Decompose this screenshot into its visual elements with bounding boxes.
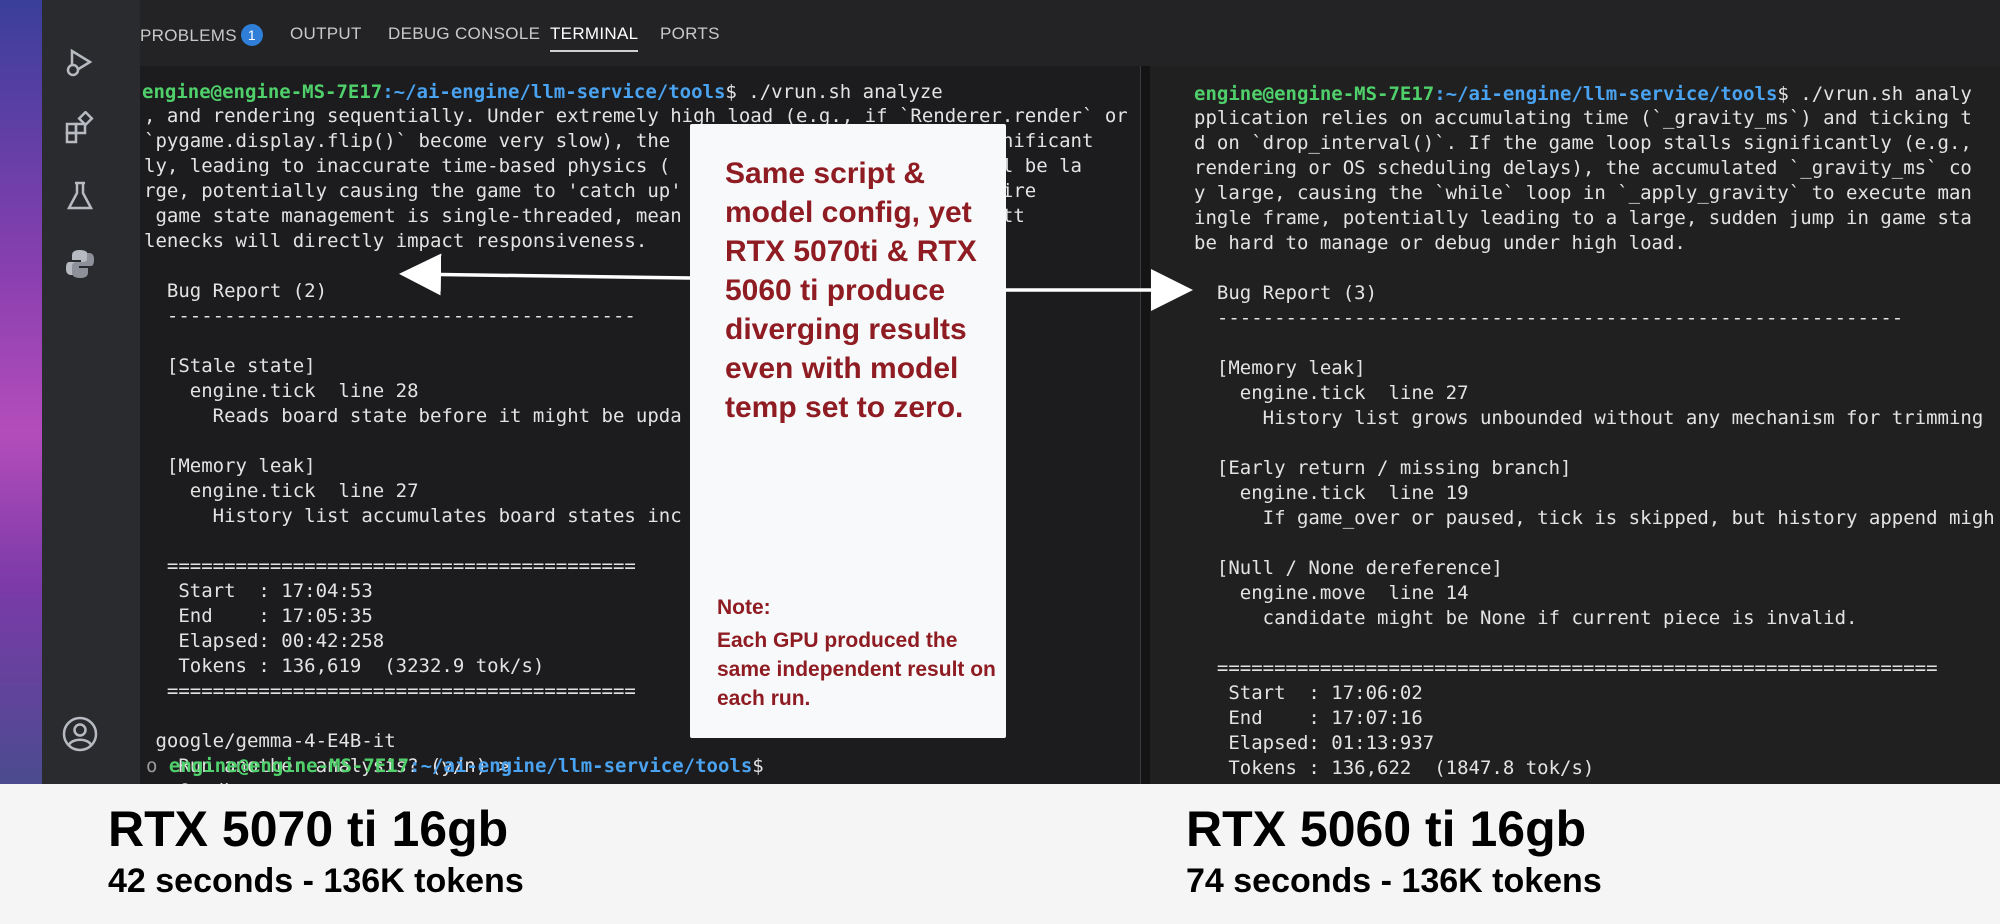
prompt-command: $ ./vrun.sh analyze <box>725 81 943 103</box>
callout-note: Each GPU produced the same independent r… <box>717 629 996 710</box>
right-gpu-title: RTX 5060 ti 16gb <box>1186 801 1587 857</box>
prompt-user: engine@engine-MS-7E17 <box>168 755 410 777</box>
terminal-line: `pygame.display.flip()` become very slow… <box>144 130 1094 152</box>
terminal-line: Goodbye. <box>144 779 270 784</box>
prompt-command: $ ./vrun.sh analy <box>1777 83 1972 105</box>
terminal-line: History list grows unbounded without any… <box>1194 407 1984 429</box>
terminal-line: Tokens : 136,619 (3232.9 tok/s) <box>144 655 545 677</box>
terminal-prompt: engine@engine-MS-7E17:~/ai-engine/llm-se… <box>1194 82 1972 107</box>
terminal-line: Start : 17:06:02 <box>1194 682 1423 704</box>
terminal-line: End : 17:07:16 <box>1194 707 1423 729</box>
terminal-line: y large, causing the `while` loop in `_a… <box>1194 182 1972 204</box>
terminal-line: rendering or OS scheduling delays), the … <box>1194 157 1972 179</box>
terminal-line: [Stale state] <box>144 355 316 377</box>
callout-message: Same script & model config, yet RTX 5070… <box>725 157 977 424</box>
terminal-line: pplication relies on accumulating time (… <box>1194 107 1972 129</box>
terminal-line: End : 17:05:35 <box>144 605 373 627</box>
terminal-right[interactable]: engine@engine-MS-7E17:~/ai-engine/llm-se… <box>1150 66 2000 784</box>
prompt-path: :~/ai-engine/llm-service/tools <box>1434 83 1778 105</box>
prompt-path: :~/ai-engine/llm-service/tools <box>382 81 726 103</box>
terminal-line: [Memory leak] <box>1194 357 1366 379</box>
terminal-line: ingle frame, potentially leading to a la… <box>1194 207 1972 229</box>
terminal-line: be hard to manage or debug under high lo… <box>1194 232 1686 254</box>
tab-output[interactable]: OUTPUT <box>290 24 362 43</box>
problems-count-badge: 1 <box>240 24 263 46</box>
python-icon[interactable] <box>58 242 102 286</box>
terminal-line: engine.move line 14 <box>1194 582 1469 604</box>
terminal-final-prompt: o engine@engine-MS-7E17:~/ai-engine/llm-… <box>146 754 764 779</box>
terminal-line: , and rendering sequentially. Under extr… <box>144 105 1128 127</box>
tab-ports[interactable]: PORTS <box>660 24 720 43</box>
terminal-line: Elapsed: 01:13:937 <box>1194 732 1435 754</box>
tab-terminal[interactable]: TERMINAL <box>550 24 639 52</box>
left-gpu-stats: 42 seconds - 136K tokens <box>108 862 524 900</box>
prompt-user: engine@engine-MS-7E17 <box>142 81 383 103</box>
terminal-split-divider[interactable] <box>1140 66 1151 784</box>
terminal-line: d on `drop_interval()`. If the game loop… <box>1194 132 1972 154</box>
terminal-line: engine.tick line 28 <box>144 380 419 402</box>
terminal-line: engine.tick line 19 <box>1194 482 1469 504</box>
terminal-line: engine.tick line 27 <box>144 480 419 502</box>
terminal-line: ----------------------------------------… <box>1194 307 1904 329</box>
prompt-user: engine@engine-MS-7E17 <box>1194 83 1435 105</box>
terminal-line: Run another analysis? (y/n) > <box>144 755 511 777</box>
terminal-left[interactable]: engine@engine-MS-7E17:~/ai-engine/llm-se… <box>140 66 1140 784</box>
terminal-line: [Memory leak] <box>144 455 316 477</box>
terminal-line: lenecks will directly impact responsiven… <box>144 230 648 252</box>
testing-flask-icon[interactable] <box>58 174 102 218</box>
terminal-line: Bug Report (2) <box>144 280 328 302</box>
terminal-line: engine.tick line 27 <box>1194 382 1469 404</box>
left-gpu-title: RTX 5070 ti 16gb <box>108 801 509 857</box>
terminal-line: Bug Report (3) <box>1194 282 1378 304</box>
terminal-line: ----------------------------------------… <box>144 305 636 327</box>
callout-note-title: Note: <box>717 596 771 619</box>
terminal-line: Reads board state before it might be upd… <box>144 405 682 427</box>
terminal-line: ========================================… <box>144 555 636 577</box>
terminal-line: Elapsed: 00:42:258 <box>144 630 385 652</box>
activity-bar <box>42 0 141 784</box>
terminal-line: ly, leading to inaccurate time-based phy… <box>144 155 1082 177</box>
annotation-callout: Same script & model config, yet RTX 5070… <box>690 124 1006 738</box>
tab-debug-console[interactable]: DEBUG CONSOLE <box>388 24 541 43</box>
terminal-line: ========================================… <box>1194 657 1938 679</box>
terminal-line: History list accumulates board states in… <box>144 505 682 527</box>
prompt-status-icon: o <box>146 755 158 777</box>
prompt-path: :~/ai-engine/llm-service/tools <box>409 755 753 777</box>
terminal-line: ========================================… <box>144 680 636 702</box>
terminal-line: google/gemma-4-E4B-it <box>144 730 396 752</box>
terminal-line: Start : 17:04:53 <box>144 580 373 602</box>
extensions-icon[interactable] <box>58 106 102 150</box>
terminal-line: ========================================… <box>1194 781 1892 784</box>
prompt-command: $ <box>752 755 764 777</box>
terminal-line: Tokens : 136,622 (1847.8 tok/s) <box>1194 757 1595 779</box>
terminal-line: If game_over or paused, tick is skipped,… <box>1194 507 1995 529</box>
terminal-prompt: engine@engine-MS-7E17:~/ai-engine/llm-se… <box>142 80 943 105</box>
run-debug-icon[interactable] <box>58 40 102 84</box>
right-gpu-stats: 74 seconds - 136K tokens <box>1186 862 1602 900</box>
account-icon[interactable] <box>58 712 102 756</box>
terminal-line: candidate might be None if current piece… <box>1194 607 1858 629</box>
terminal-line: [Early return / missing branch] <box>1194 457 1572 479</box>
terminal-line: [Null / None dereference] <box>1194 557 1503 579</box>
